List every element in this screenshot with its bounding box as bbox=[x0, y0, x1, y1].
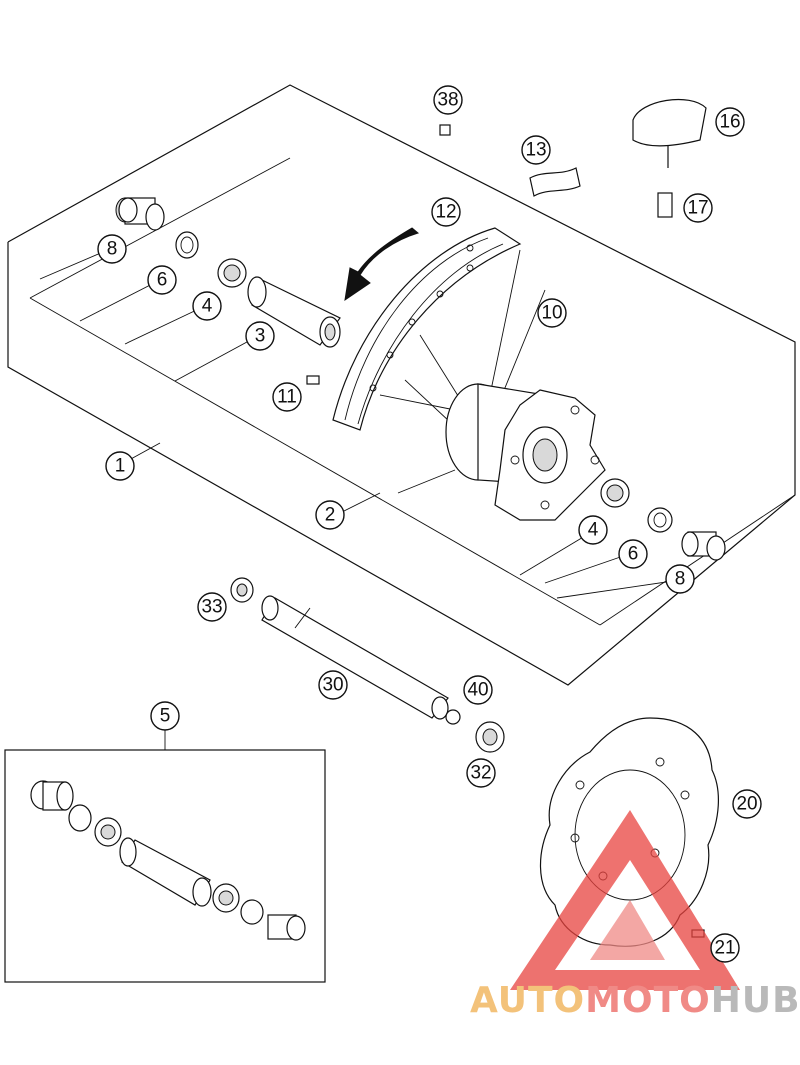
callout-1: 1 bbox=[105, 451, 135, 481]
automotohub-watermark bbox=[510, 810, 740, 990]
callout-11: 11 bbox=[272, 382, 302, 412]
svg-text:6: 6 bbox=[628, 544, 639, 565]
svg-text:4: 4 bbox=[588, 520, 599, 541]
callout-6-right: 6 bbox=[618, 539, 648, 569]
callout-40: 40 bbox=[463, 675, 493, 705]
svg-text:3: 3 bbox=[255, 326, 266, 347]
callout-32: 32 bbox=[466, 758, 496, 788]
rotation-arrow-icon bbox=[344, 227, 420, 302]
svg-text:5: 5 bbox=[160, 706, 171, 727]
shaft-seal-6-right bbox=[647, 507, 673, 533]
callout-30: 30 bbox=[318, 670, 348, 700]
svg-text:8: 8 bbox=[675, 569, 686, 590]
rim-tape-13 bbox=[529, 167, 581, 197]
svg-text:AUTOMOTOHUB: AUTOMOTOHUB bbox=[470, 980, 800, 1021]
callout-20: 20 bbox=[732, 789, 762, 819]
shaft-seal-6-left bbox=[175, 231, 199, 259]
callout-17: 17 bbox=[683, 193, 713, 223]
distance-tube-3 bbox=[247, 276, 341, 348]
svg-text:11: 11 bbox=[277, 387, 297, 408]
callout-13: 13 bbox=[521, 135, 551, 165]
spacer-bushing-8-left bbox=[115, 197, 165, 231]
wheel-spindle-30 bbox=[261, 595, 449, 720]
svg-text:30: 30 bbox=[322, 675, 343, 696]
wheel-assembly-outline bbox=[7, 84, 796, 686]
svg-text:1: 1 bbox=[115, 456, 126, 477]
callout-8-right: 8 bbox=[665, 564, 695, 594]
svg-text:21: 21 bbox=[714, 938, 735, 959]
collar-32 bbox=[475, 721, 505, 753]
callout-3: 3 bbox=[245, 321, 275, 351]
callout-2: 2 bbox=[315, 500, 345, 530]
bearing-kit-5-box bbox=[4, 727, 326, 983]
callout-10: 10 bbox=[537, 298, 567, 328]
callout-4-left: 4 bbox=[192, 291, 222, 321]
svg-text:32: 32 bbox=[470, 763, 491, 784]
axle-clamp-33 bbox=[230, 577, 254, 603]
callout-16: 16 bbox=[715, 107, 745, 137]
callout-4-right: 4 bbox=[578, 515, 608, 545]
svg-text:8: 8 bbox=[107, 239, 118, 260]
svg-text:17: 17 bbox=[687, 198, 708, 219]
spoke-nipple-11 bbox=[306, 375, 320, 385]
callout-38: 38 bbox=[433, 85, 463, 115]
svg-text:12: 12 bbox=[435, 202, 456, 223]
svg-text:20: 20 bbox=[736, 794, 757, 815]
nut-40 bbox=[445, 709, 461, 725]
watermark-auto: AUTO bbox=[470, 980, 585, 1021]
svg-text:10: 10 bbox=[541, 303, 562, 324]
callout-12: 12 bbox=[431, 197, 461, 227]
callout-8-left: 8 bbox=[97, 234, 127, 264]
svg-text:40: 40 bbox=[467, 680, 488, 701]
watermark-hub: HUB bbox=[711, 980, 800, 1021]
callout-21: 21 bbox=[710, 933, 740, 963]
rim-lock-16 bbox=[632, 98, 707, 168]
svg-text:2: 2 bbox=[325, 505, 336, 526]
callout-5: 5 bbox=[150, 701, 180, 731]
valve-cap-38 bbox=[439, 124, 451, 136]
svg-text:4: 4 bbox=[202, 296, 213, 317]
svg-text:13: 13 bbox=[525, 140, 546, 161]
nut-17 bbox=[657, 192, 673, 218]
callout-6-left: 6 bbox=[147, 265, 177, 295]
callout-33: 33 bbox=[197, 592, 227, 622]
svg-text:33: 33 bbox=[201, 597, 222, 618]
svg-text:38: 38 bbox=[437, 90, 458, 111]
bearing-4-left bbox=[217, 258, 247, 288]
hub-2 bbox=[445, 383, 606, 521]
watermark-moto: MOTO bbox=[585, 980, 711, 1021]
spacer-bushing-8-right bbox=[681, 531, 726, 561]
svg-text:6: 6 bbox=[157, 270, 168, 291]
rim-and-spokes-12-10 bbox=[332, 227, 546, 451]
svg-text:16: 16 bbox=[719, 112, 740, 133]
bearing-4-right bbox=[600, 478, 630, 508]
